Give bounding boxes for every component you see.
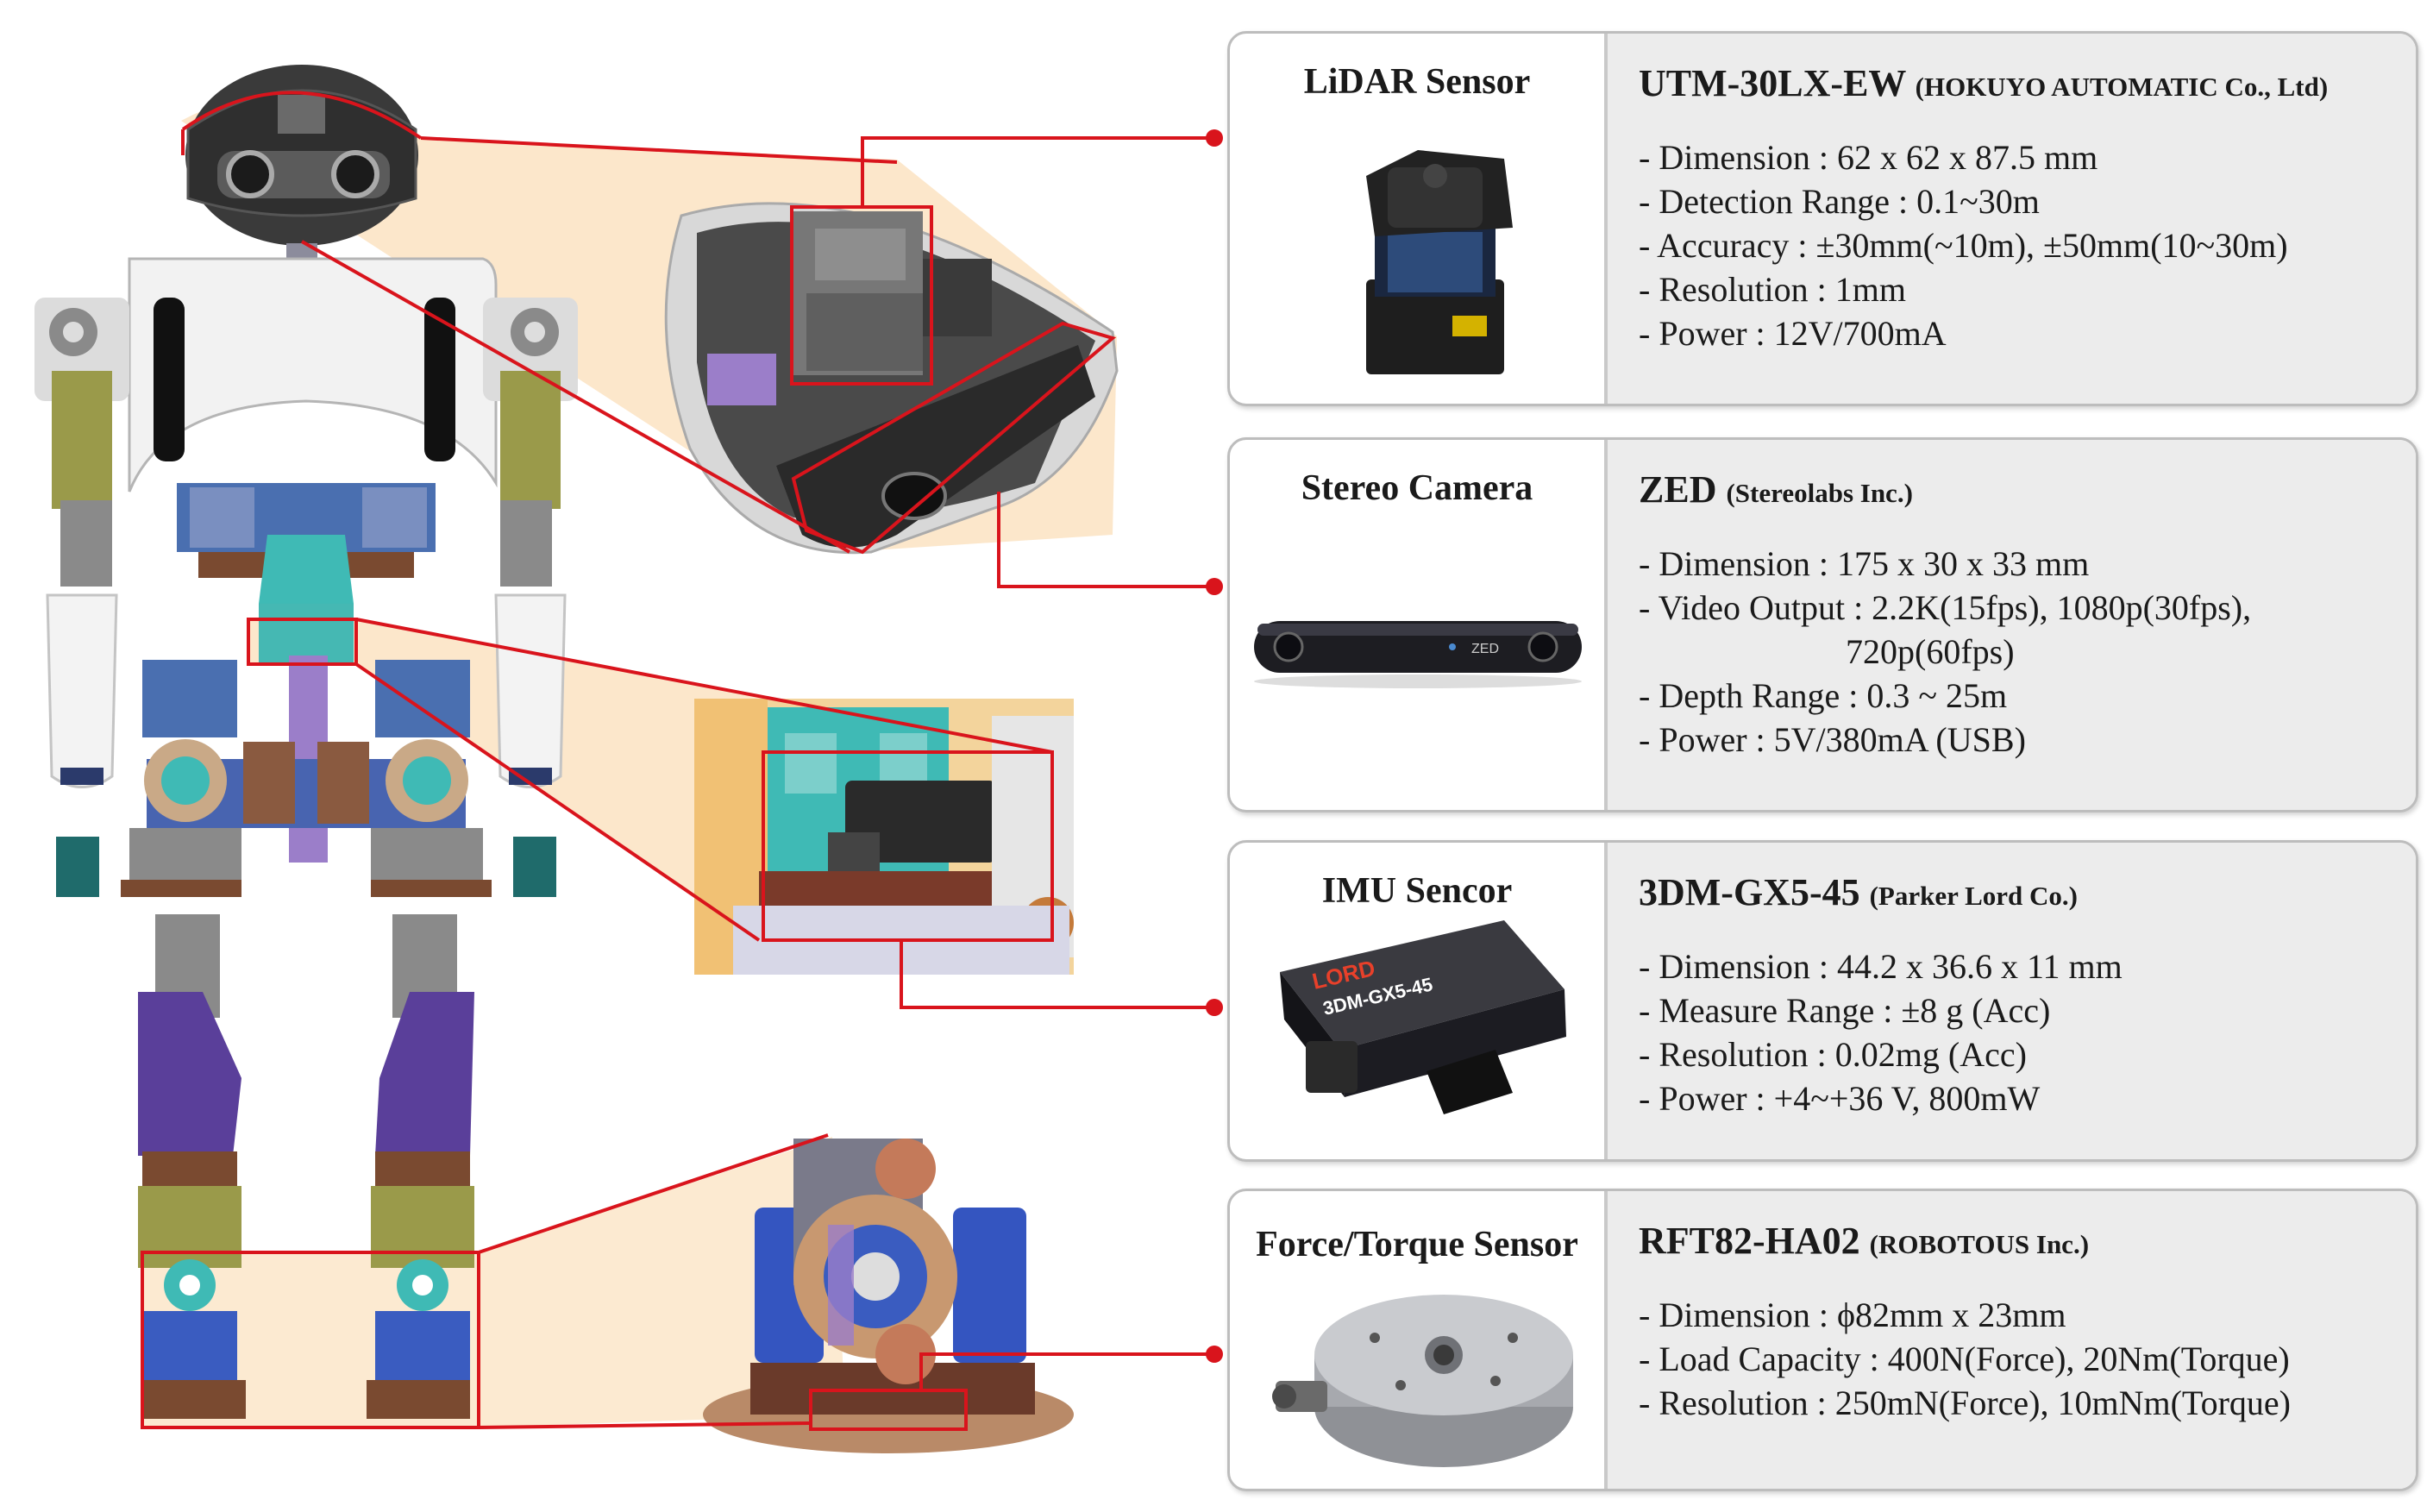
sensor-panel-lidar: LiDAR Sensor UTM-30LX-EW (HOKUYO AUTOMAT… [1227,31,2418,406]
spec-item: - Depth Range : 0.3 ~ 25m [1639,676,2008,715]
camera-callout-dot [1206,578,1223,595]
lidar-callout-dot [1206,129,1223,147]
sensor-panel-force-torque: Force/Torque Sensor RFT82-HA02 (ROBOTOUS… [1227,1189,2418,1491]
spec-list: - Dimension : 62 x 62 x 87.5 mm - Detect… [1639,135,2288,355]
model-name: 3DM-GX5-45 [1639,871,1860,913]
camera-highlight-box [791,321,1117,555]
robot-head [185,65,418,260]
sensor-model: RFT82-HA02 (ROBOTOUS Inc.) [1639,1219,2089,1263]
model-name: ZED [1639,468,1717,511]
robot-left-arm [34,298,129,897]
sensor-label: Force/Torque Sensor [1256,1225,1578,1264]
stereo-camera-icon: ZED [1254,621,1582,688]
imu-highlight-box [762,750,1054,942]
spec-item: - Dimension : ϕ82mm x 23mm [1639,1296,2066,1334]
robot-hip [121,660,492,897]
spec-item: - Dimension : 44.2 x 36.6 x 11 mm [1639,947,2123,986]
spec-item: - Video Output : 2.2K(15fps), 1080p(30fp… [1639,588,2252,627]
spec-item: - Load Capacity : 400N(Force), 20Nm(Torq… [1639,1339,2290,1378]
spec-list: - Dimension : 175 x 30 x 33 mm - Video O… [1639,542,2251,762]
robot-right-leg [367,914,474,1419]
spec-item: - Power : +4~+36 V, 800mW [1639,1079,2041,1118]
spec-item: - Accuracy : ±30mm(~10m), ±50mm(10~30m) [1639,226,2288,265]
spec-item: - Resolution : 0.02mg (Acc) [1639,1035,2027,1074]
sensor-panel-imu: IMU Sencor 3DM-GX5-45 (Parker Lord Co.) … [1227,840,2418,1162]
model-maker: (ROBOTOUS Inc.) [1869,1229,2090,1259]
spec-item: - Resolution : 250mN(Force), 10mNm(Torqu… [1639,1383,2291,1422]
force-torque-sensor-icon [1272,1295,1573,1467]
robot-left-leg [138,914,246,1419]
spec-item: - Detection Range : 0.1~30m [1639,182,2040,221]
spec-background [1604,1191,2416,1489]
lidar-device-icon [1366,150,1513,374]
ft-callout-dot [1206,1346,1223,1363]
spec-item: - Dimension : 175 x 30 x 33 mm [1639,544,2090,583]
humanoid-robot [34,65,578,1419]
model-name: RFT82-HA02 [1639,1220,1860,1262]
sensor-model: ZED (Stereolabs Inc.) [1639,467,1913,511]
spec-list: - Dimension : 44.2 x 36.6 x 11 mm - Meas… [1639,944,2123,1120]
spec-item: - Power : 5V/380mA (USB) [1639,720,2026,759]
model-maker: (Parker Lord Co.) [1869,881,2078,911]
ankle-detail-view [703,1139,1074,1453]
model-maker: (HOKUYO AUTOMATIC Co., Ltd) [1915,72,2329,102]
head-callout-outline [181,91,423,140]
sensor-label: LiDAR Sensor [1303,62,1531,102]
spec-background [1604,34,2416,404]
spec-item: - Power : 12V/700mA [1639,314,1947,353]
sensor-model: UTM-30LX-EW (HOKUYO AUTOMATIC Co., Ltd) [1639,61,2328,105]
callouts [141,91,1214,1431]
head-detail-view [664,202,1119,555]
spec-background [1604,440,2416,810]
spec-list: - Dimension : ϕ82mm x 23mm - Load Capaci… [1639,1293,2291,1425]
model-maker: (Stereolabs Inc.) [1726,478,1913,508]
spec-item: - Resolution : 1mm [1639,270,1906,309]
spec-item: 720p(60fps) [1639,632,2015,671]
spec-background [1604,843,2416,1159]
imu-device-icon: LORD 3DM-GX5-45 [1280,920,1566,1114]
sensor-label: Stereo Camera [1301,468,1533,508]
spec-item: - Measure Range : ±8 g (Acc) [1639,991,2051,1030]
ft-robot-box [141,1251,480,1429]
spec-item: - Dimension : 62 x 62 x 87.5 mm [1639,138,2098,177]
imu-robot-box [247,618,358,666]
ft-highlight-box [809,1389,968,1431]
sensor-label: IMU Sencor [1321,871,1513,911]
sensor-panel-stereo-camera: Stereo Camera ZED (Stereolabs Inc.) - Di… [1227,437,2418,812]
sensor-model: 3DM-GX5-45 (Parker Lord Co.) [1639,870,2078,914]
callout-endpoints [1206,129,1223,1363]
camera-brand-text: ZED [1471,642,1499,656]
model-name: UTM-30LX-EW [1639,62,1906,104]
imu-callout-dot [1206,999,1223,1016]
ft-zoom-cone [142,1137,845,1427]
